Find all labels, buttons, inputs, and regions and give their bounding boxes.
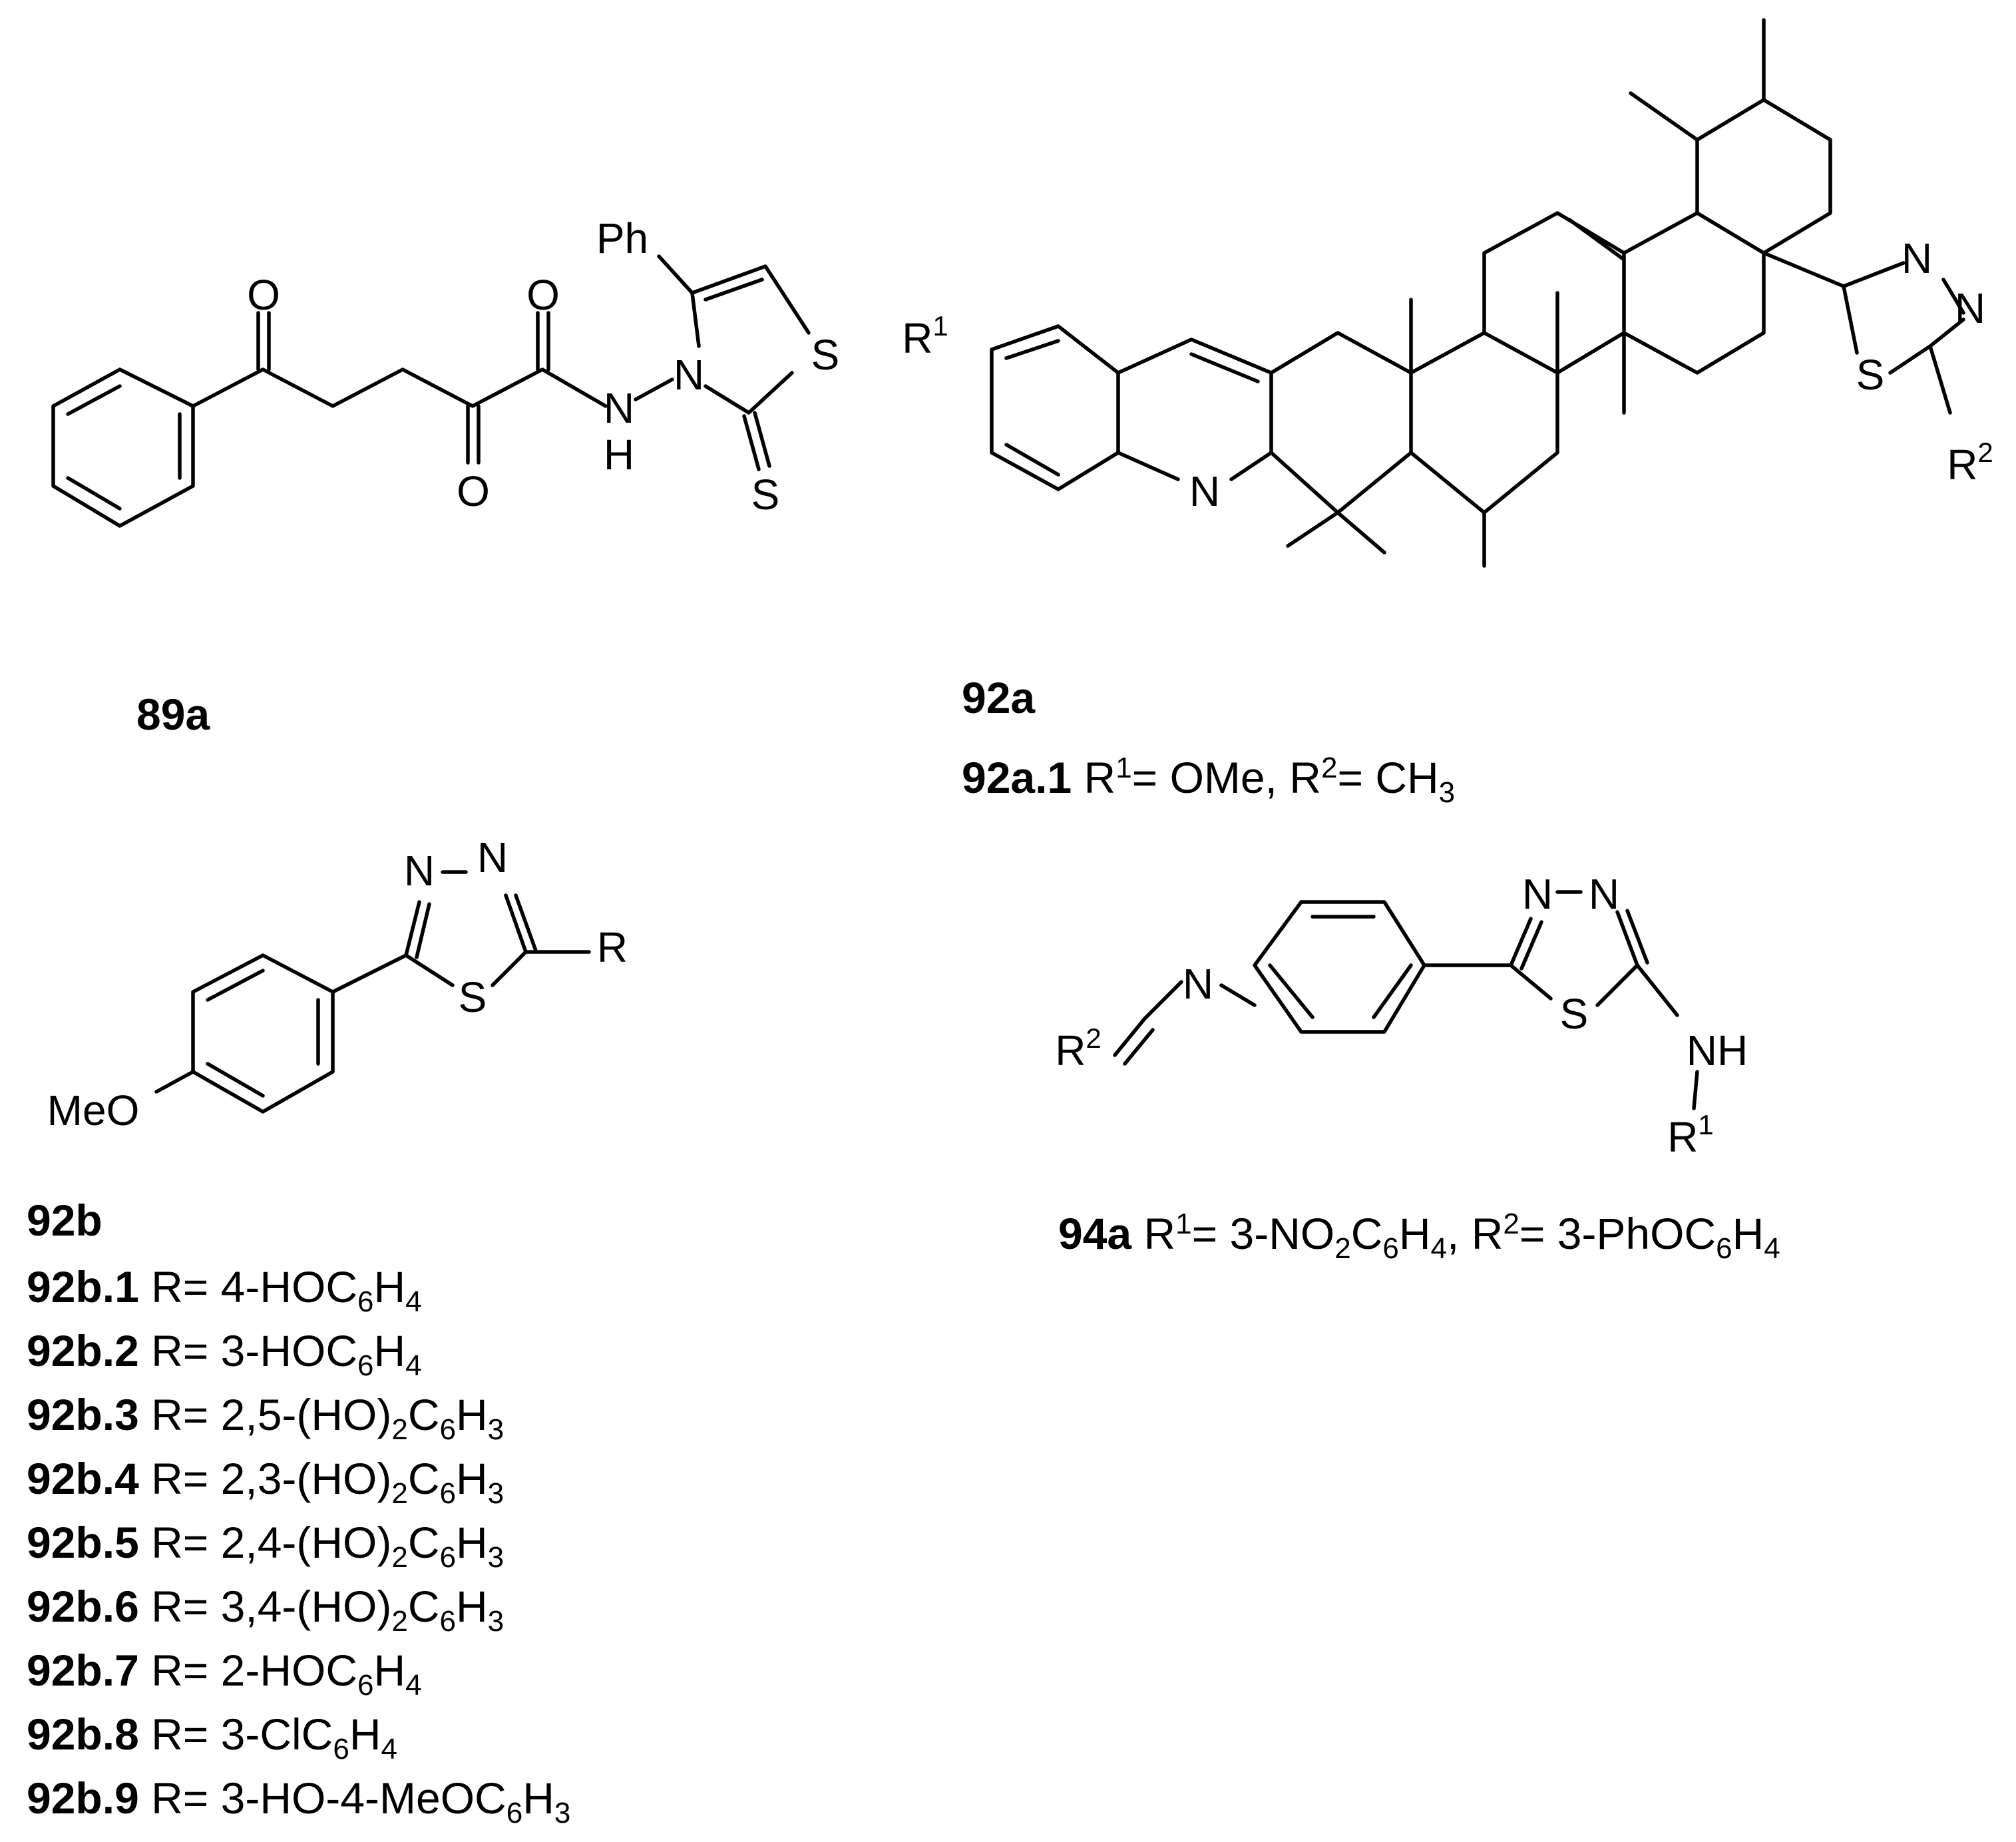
imine-nitrogen: N — [1183, 960, 1213, 1008]
thione-sulfur: S — [751, 471, 780, 519]
oxygen-1: O — [247, 271, 280, 319]
thiadiazole-ring-92a — [1842, 261, 1965, 375]
r-label: R — [597, 923, 628, 971]
variant-id: 92a.1 — [962, 753, 1072, 802]
r1-label: R1 — [1667, 1109, 1714, 1161]
compound-label: 94a — [1058, 1209, 1132, 1258]
phenyl-substituent: Ph — [596, 214, 648, 262]
caption-92a: 92a — [962, 676, 1035, 720]
carbonyl-bonds — [256, 311, 550, 465]
quinoline-pyridine-ring — [1116, 338, 1273, 481]
variant-r: R= 3-HOC6H4 — [138, 1326, 422, 1383]
variant-id: 92b.6 — [27, 1582, 139, 1631]
triterpene-skeleton — [1269, 98, 1832, 515]
variant-r: R= 2,3-(HO)2C6H3 — [138, 1454, 504, 1510]
thiazole-ring — [690, 264, 811, 415]
thione-bond — [742, 411, 771, 471]
thiadiazole-sulfur: S — [459, 973, 487, 1021]
variant-id: 92b.4 — [27, 1454, 139, 1503]
variant-r2: R2= 3-PhOC6H4 — [1471, 1208, 1780, 1266]
thiadiazole-sulfur: S — [1856, 351, 1885, 399]
variant-row: 92b.5 R= 2,4-(HO)2C6H3 — [27, 1518, 504, 1574]
variant-r1: R1= 3-NO2C6H4, — [1143, 1208, 1460, 1266]
quinoline-benzo-ring — [990, 324, 1120, 491]
thiazole-sulfur: S — [811, 331, 840, 379]
variant-row: 92b.6 R= 3,4-(HO)2C6H3 — [27, 1582, 504, 1638]
variant-r: R= 3-HO-4-MeOC6H3 — [138, 1773, 571, 1830]
caption-92a-variant: 92a.1 R1= OMe, R2= CH3 — [962, 752, 1456, 809]
compound-label: 92b — [27, 1196, 102, 1245]
thiadiazole-n2: N — [1955, 284, 1985, 332]
r2-label: R2 — [1055, 1023, 1102, 1074]
compound-92b-structure: MeO N N S R — [47, 833, 628, 1134]
variant-r: R= 4-HOC6H4 — [138, 1262, 422, 1319]
variant-r: R= 2,5-(HO)2C6H3 — [138, 1390, 504, 1447]
r1-bond — [1692, 1070, 1699, 1110]
variant-r1: R1= OMe, — [1084, 752, 1277, 802]
compound-89a-structure: O O O N H N S S Ph — [51, 214, 840, 528]
thiadiazole-ring-92b — [404, 870, 538, 987]
variant-id: 92b.8 — [27, 1710, 139, 1759]
caption-92b: 92b — [27, 1198, 102, 1242]
caption-94a: 94a R1= 3-NO2C6H4, R2= 3-PhOC6H4 — [1058, 1208, 1780, 1266]
compound-92a-structure: R1 N N N S R2 — [902, 18, 1993, 568]
aryl-thiadiazole-bond — [331, 953, 408, 994]
methoxyphenyl-ring — [191, 953, 335, 1114]
variant-row: 92b.9 R= 3-HO-4-MeOC6H3 — [27, 1773, 571, 1830]
oxygen-2: O — [457, 467, 490, 515]
variant-row: 92b.8 R= 3-ClC6H4 — [27, 1710, 397, 1766]
para-phenylene-ring — [1253, 900, 1426, 1034]
variant-row: 92b.4 R= 2,3-(HO)2C6H3 — [27, 1454, 504, 1510]
compound-label: 89a — [136, 690, 210, 739]
variant-r: R= 2,4-(HO)2C6H3 — [138, 1518, 504, 1574]
variant-id: 92b.9 — [27, 1773, 139, 1823]
r2-label: R2 — [1947, 437, 1993, 489]
variant-r2: R2= CH3 — [1289, 752, 1456, 809]
oxygen-3: O — [526, 271, 560, 319]
amine-nh: NH — [1687, 1027, 1748, 1074]
variant-row: 92b.7 R= 2-HOC6H4 — [27, 1646, 422, 1702]
thiadiazole-sulfur: S — [1560, 990, 1589, 1038]
variant-id: 92b.7 — [27, 1646, 139, 1695]
n-n-bond — [634, 377, 674, 401]
thiadiazole-link — [1762, 251, 1846, 288]
benzene-ring — [51, 367, 195, 528]
variant-id: 92b.2 — [27, 1326, 139, 1375]
phenyl-bond — [657, 254, 694, 295]
thiadiazole-ring-94a — [1509, 890, 1649, 1007]
caption-89a: 89a — [136, 692, 210, 736]
thiadiazole-n2: N — [477, 833, 508, 881]
variant-r: R= 3,4-(HO)2C6H3 — [138, 1582, 504, 1638]
r2-bond — [1928, 344, 1952, 415]
variant-r: R= 2-HOC6H4 — [138, 1646, 422, 1702]
methoxy-group: MeO — [47, 1086, 140, 1134]
thiazole-double-bond — [704, 278, 764, 302]
methyl-groups — [1286, 18, 1766, 568]
amide-nitrogen: N — [604, 384, 634, 432]
amine-bond — [1635, 963, 1679, 1017]
thiadiazole-n2: N — [1589, 870, 1619, 918]
variant-id: 92b.3 — [27, 1390, 139, 1439]
variant-id: 92b.5 — [27, 1518, 139, 1567]
variant-id: 92b.1 — [27, 1262, 139, 1311]
imine-bonds — [1113, 980, 1257, 1066]
keto-chain — [191, 367, 608, 408]
methoxy-bond — [154, 1070, 195, 1094]
thiazole-nitrogen: N — [674, 351, 704, 399]
variant-row: 92b.3 R= 2,5-(HO)2C6H3 — [27, 1390, 504, 1447]
variant-row: 92b.1 R= 4-HOC6H4 — [27, 1262, 422, 1319]
amide-hydrogen: H — [604, 431, 634, 479]
thiadiazole-n1: N — [1902, 234, 1932, 282]
compound-label: 92a — [962, 673, 1036, 722]
r1-label: R1 — [902, 310, 948, 362]
benzene-inner-bonds — [66, 384, 182, 511]
variant-row: 92b.2 R= 3-HOC6H4 — [27, 1326, 422, 1383]
variant-r: R= 3-ClC6H4 — [138, 1710, 397, 1766]
compound-94a-structure: N R2 N N S NH R1 — [1055, 870, 1748, 1161]
quinoline-nitrogen: N — [1189, 467, 1220, 515]
thiadiazole-n1: N — [1522, 870, 1553, 918]
thiadiazole-n1: N — [404, 847, 435, 895]
